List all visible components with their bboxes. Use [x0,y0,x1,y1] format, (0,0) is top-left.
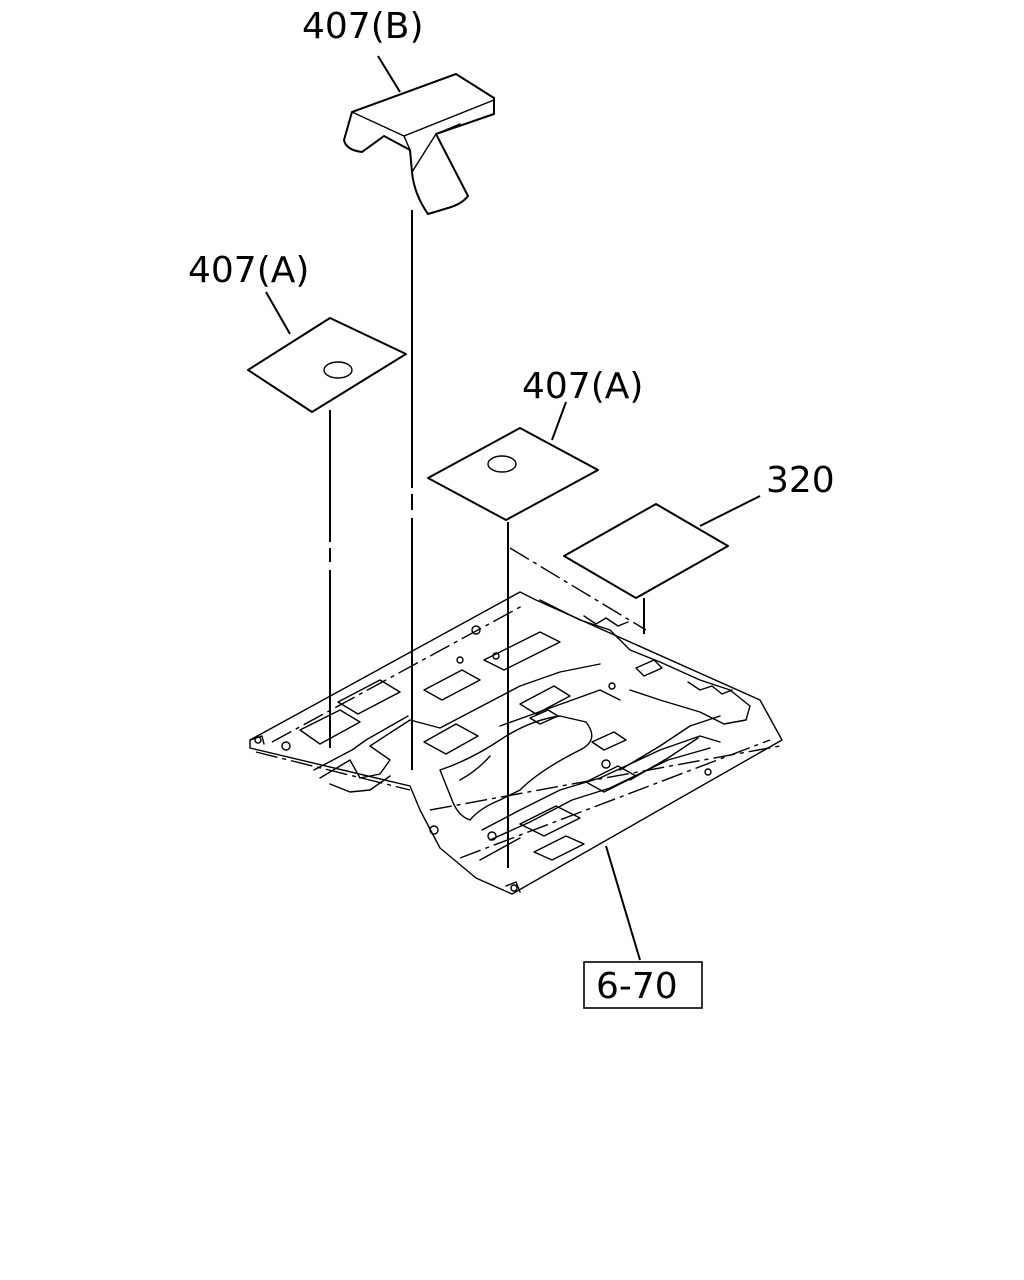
label-407b: 407(B) [302,6,424,47]
part-407a-right-pad [427,427,599,521]
label-407a-left: 407(A) [188,250,309,291]
ref-box-6-70[interactable]: 6-70 [583,961,703,1009]
ref-box-label: 6-70 [596,966,678,1007]
alignment-lines [329,210,647,868]
part-320-sheet [563,503,729,599]
part-407b-insulator [343,73,495,215]
label-407a-right: 407(A) [522,366,643,407]
part-407a-left-pad [247,317,407,413]
floor-panel [249,591,783,895]
label-320: 320 [766,460,835,501]
leader-lines [265,55,761,961]
